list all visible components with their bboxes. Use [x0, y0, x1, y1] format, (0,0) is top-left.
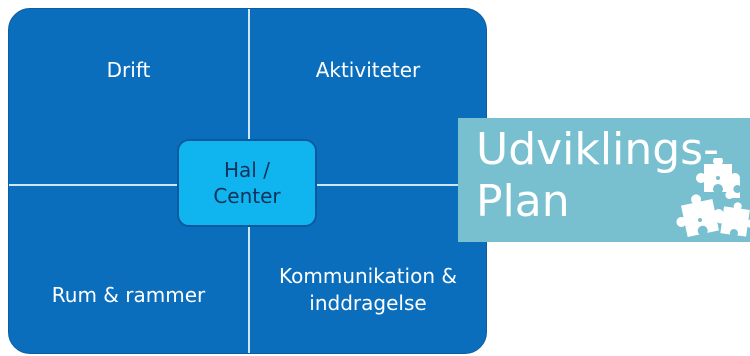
quadrant-aktiviteter-label: Aktiviteter [315, 58, 421, 82]
center-label-line2: Center [213, 184, 281, 208]
center-label-line1: Hal / [224, 158, 270, 182]
panel-title-line2: Plan [476, 176, 570, 227]
quadrant-kommunikation-label-line2: inddragelse [309, 291, 427, 315]
quadrant-kommunikation: Kommunikation & inddragelse [250, 263, 486, 317]
quadrant-aktiviteter: Aktiviteter [250, 57, 486, 84]
panel-title: Udviklings- Plan [476, 124, 719, 228]
diagram-board: Drift Aktiviteter Rum & rammer Kommunika… [8, 8, 487, 354]
center-box: Hal / Center [177, 139, 317, 227]
quadrant-rum-rammer-label: Rum & rammer [51, 283, 206, 307]
quadrant-drift-label: Drift [106, 58, 151, 82]
quadrant-drift: Drift [9, 57, 248, 84]
puzzle-pieces-icon [676, 158, 750, 237]
quadrant-kommunikation-label-line1: Kommunikation & [279, 264, 457, 288]
quadrant-rum-rammer: Rum & rammer [9, 282, 248, 309]
panel-title-line1: Udviklings- [476, 124, 719, 175]
